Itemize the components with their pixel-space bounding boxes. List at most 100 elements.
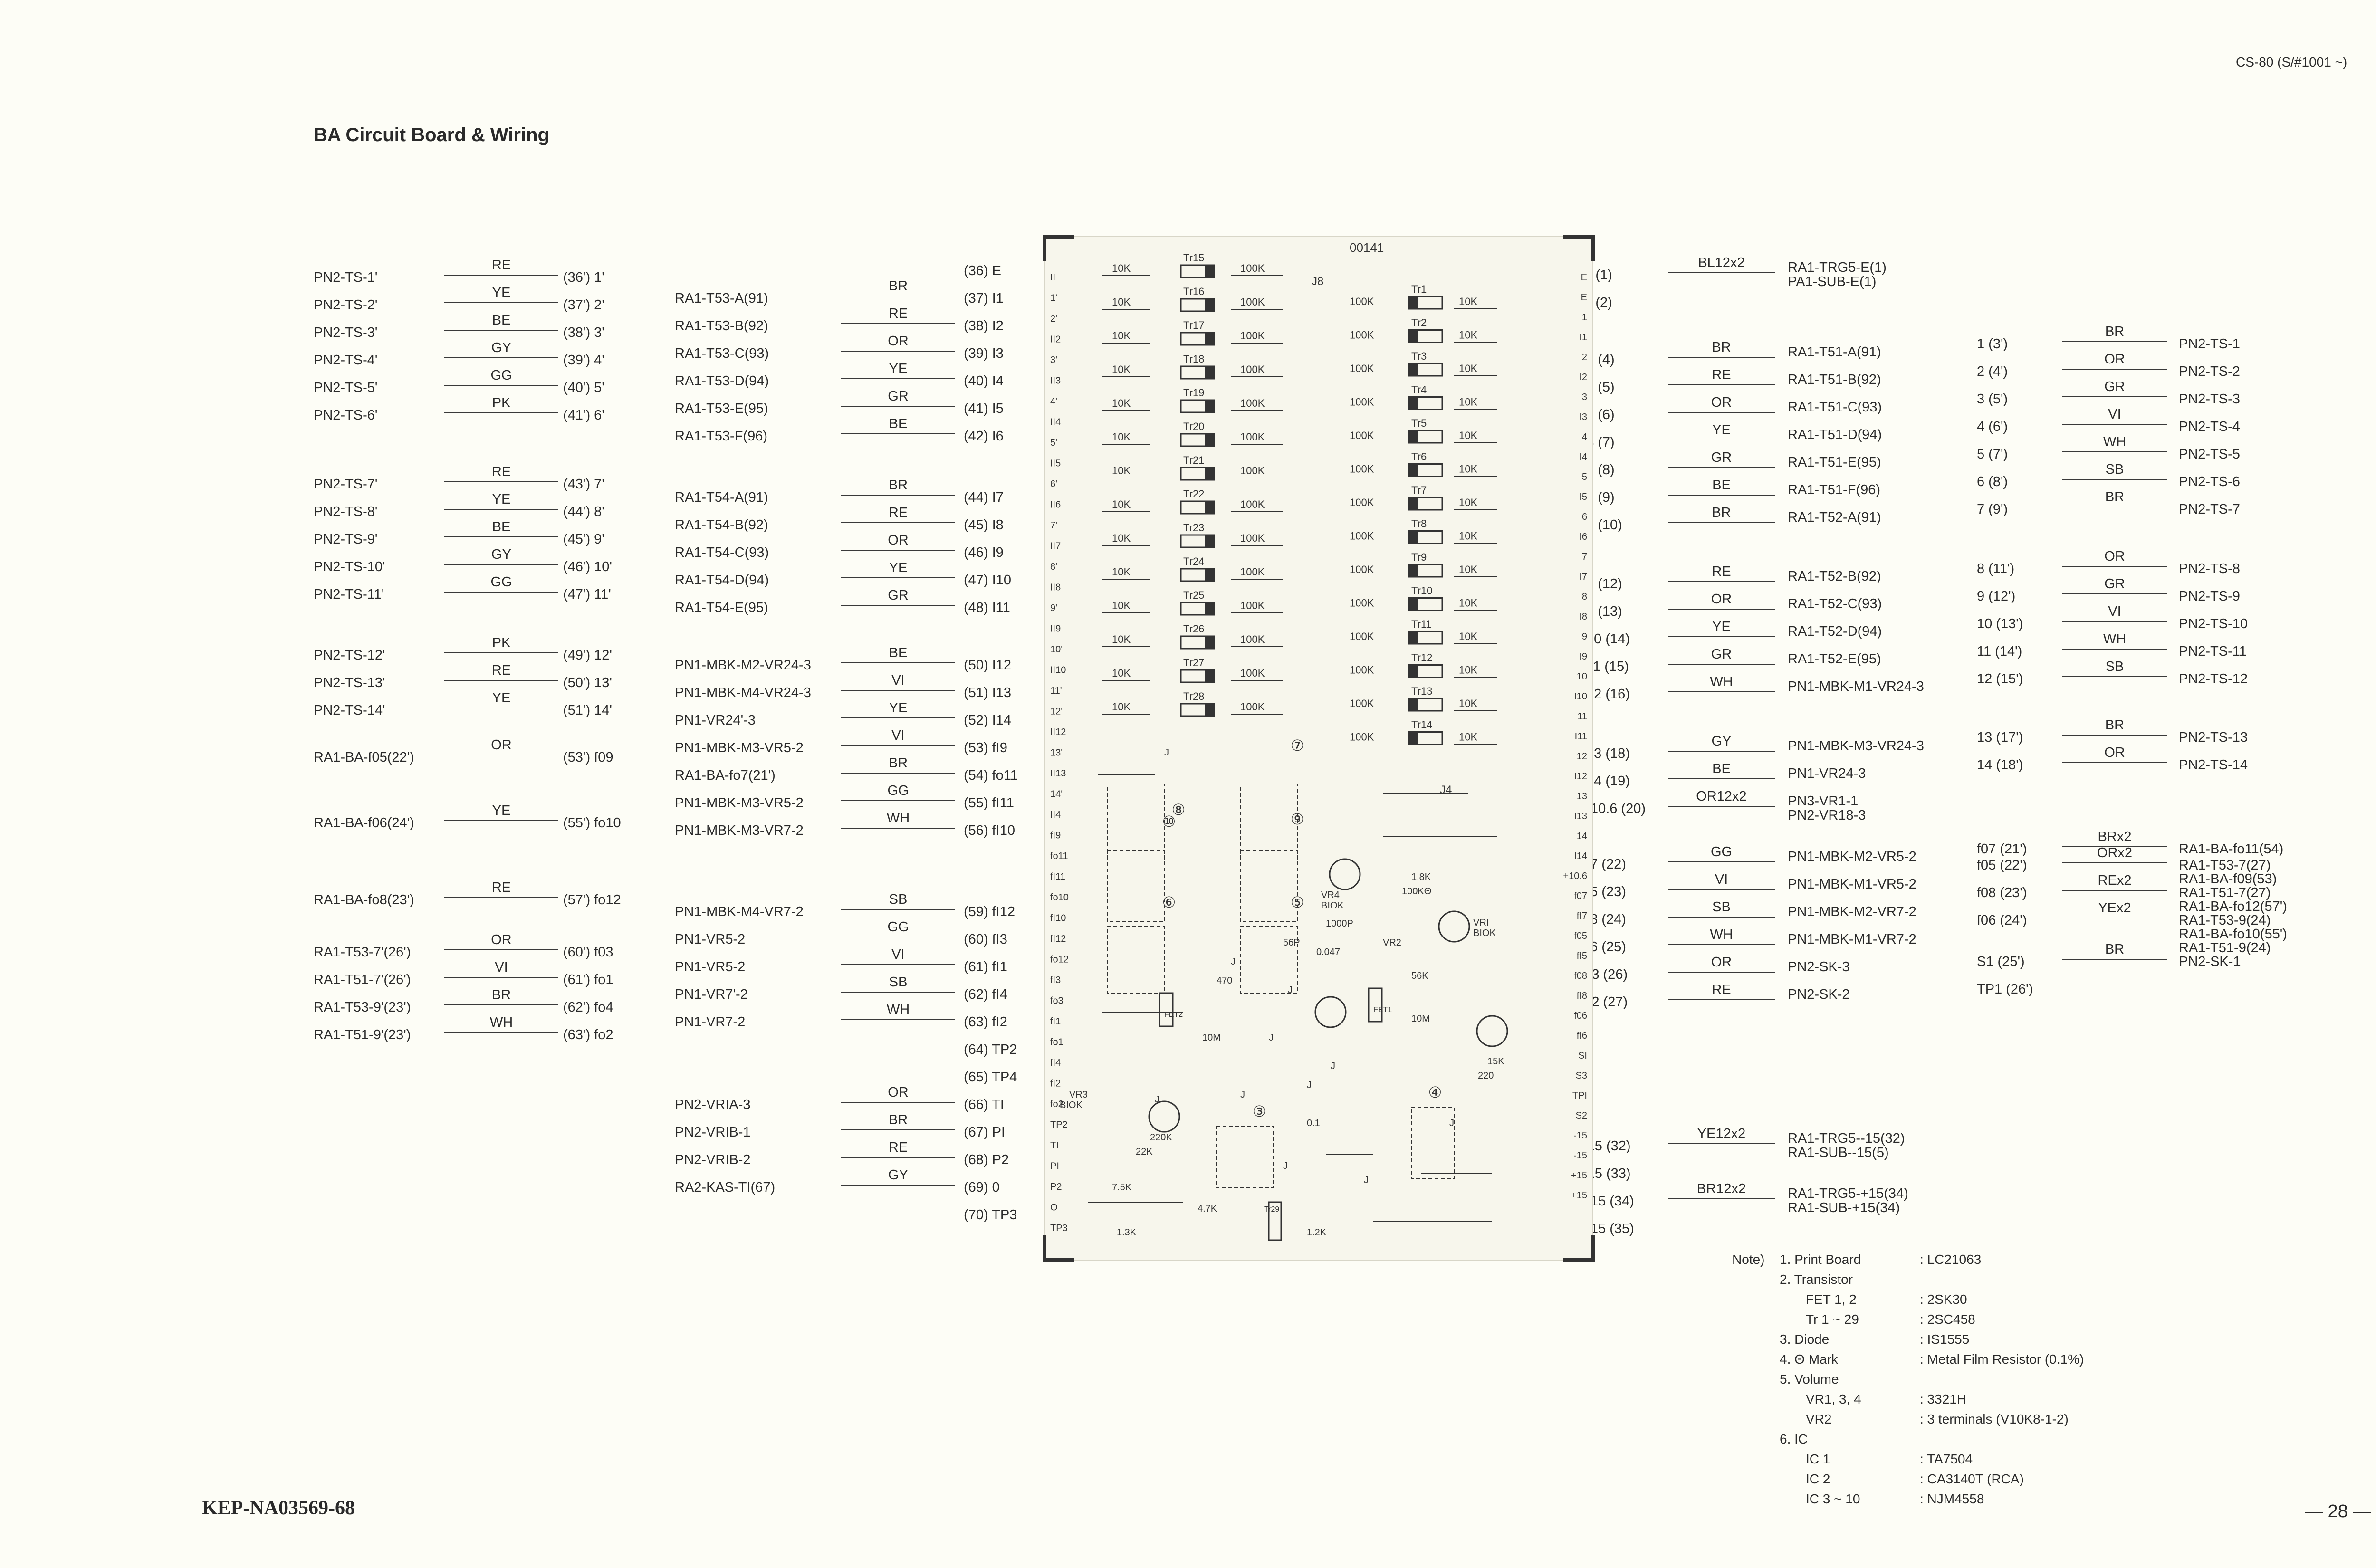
resistor-10k-label: 10K — [1459, 363, 1477, 374]
wire-source: PN2-TS-14' — [314, 703, 385, 718]
board-pin: 10 (13') — [1977, 616, 2023, 631]
wire-line — [1668, 889, 1775, 890]
wire-color: YE12x2 — [1697, 1126, 1746, 1141]
document-code: KEP-NA03569-68 — [202, 1497, 355, 1519]
board-pin-label: +15 — [1571, 1170, 1587, 1181]
wire-color: OR — [2104, 549, 2125, 564]
note-key: 3. Diode — [1780, 1332, 1830, 1347]
resistor-label: 7.5K — [1112, 1182, 1132, 1193]
transistor-label: Tr23 — [1183, 522, 1204, 534]
transistor-label: Tr20 — [1183, 421, 1204, 432]
board-pin: 13 (17') — [1977, 730, 2023, 745]
trimmer-pot — [1438, 910, 1470, 943]
transistor-label: Tr28 — [1183, 690, 1204, 702]
board-pin-label: 13 — [1577, 791, 1587, 802]
wire-line — [444, 481, 558, 482]
wire-pin: (49') 12' — [563, 648, 612, 663]
resistor-100k-label: 100K — [1240, 363, 1265, 375]
wire-pin: (40') 5' — [563, 380, 604, 395]
wire-source: PN1-MBK-M4-VR7-2 — [675, 904, 804, 919]
wire-pin: (39) I3 — [964, 346, 1004, 361]
board-pin-label: fI4 — [1050, 1058, 1061, 1068]
wire-source: PN1-MBK-M3-VR5-2 — [675, 795, 804, 811]
board-pin-label: f06 — [1574, 1011, 1587, 1021]
wire-row: PN2-TS-4'GY(39') 4' — [314, 341, 670, 369]
transistor-label: Tr1 — [1411, 283, 1427, 295]
wire-source: PN1-MBK-M3-VR5-2 — [675, 740, 804, 755]
wire-row: PN2-TS-2'YE(37') 2' — [314, 286, 670, 314]
wire-color: BE — [1712, 478, 1731, 493]
board-pin-label: TPI — [1572, 1090, 1587, 1101]
board-pin: 3 (5') — [1977, 392, 2008, 407]
wire-row: RA1-T53-7'(26')OR(60') f03 — [314, 933, 670, 961]
wire-line — [2062, 396, 2167, 397]
resistor-100k-label: 100K — [1240, 566, 1265, 578]
wire-pin: (45') 9' — [563, 532, 604, 547]
wire-row: PN2-TS-8'YE(44') 8' — [314, 493, 670, 520]
wire-line — [2062, 762, 2167, 763]
wire-pin: (65) TP4 — [964, 1070, 1017, 1085]
transistor-label: Tr18 — [1183, 353, 1204, 365]
ic-number-label: ③ — [1253, 1103, 1266, 1120]
board-pin-label: P2 — [1050, 1182, 1062, 1192]
trimmer-pot — [1476, 1015, 1508, 1047]
wire-row: RA1-T51-7'(26')VI(61') fo1 — [314, 961, 670, 988]
board-pin-label: 7' — [1050, 520, 1057, 531]
resistor-10k-label: 10K — [1459, 698, 1477, 709]
board-pin-label: 13' — [1050, 748, 1063, 758]
transistor-tab — [1205, 501, 1214, 514]
wire-line — [1668, 522, 1775, 523]
wire-line — [1668, 1198, 1775, 1199]
wire-dest: RA1-TRG5-E(1) — [1788, 260, 1887, 275]
wire-color: WH — [489, 1015, 513, 1030]
wire-pin: (50) I12 — [964, 658, 1011, 673]
vr4-label: VR4 — [1321, 890, 1340, 900]
wire-dest: RA1-T51-9(24) — [2179, 940, 2271, 956]
jumper-label: J — [1449, 1118, 1454, 1128]
wire-row: -15 (33) — [1582, 1155, 1986, 1182]
wire-color: GR — [2104, 379, 2125, 394]
board-pin-label: I10 — [1574, 691, 1587, 702]
wire-row: RA1-BA-f05(22')OR(53') f09 — [314, 738, 670, 766]
board-pin-label: 6' — [1050, 479, 1057, 489]
note-key: 5. Volume — [1780, 1372, 1839, 1386]
resistor-10k-label: 10K — [1459, 664, 1477, 676]
wire-row: RA1-T51-9'(23')WH(63') fo2 — [314, 1016, 670, 1043]
wire-color: VI — [2108, 604, 2121, 619]
fet-body — [1368, 987, 1383, 1023]
ic-outline — [1107, 926, 1165, 994]
wire-color: BE — [1712, 761, 1731, 776]
wire-source: RA1-T54-E(95) — [675, 600, 768, 615]
wire-row: RA1-T54-E(95)GR(48) I11 — [675, 589, 1045, 616]
board-pin-label: I12 — [1574, 771, 1587, 782]
wire-color: SB — [2105, 659, 2124, 674]
wire-line — [841, 800, 955, 801]
wire-source: PN2-TS-4' — [314, 353, 378, 368]
wire-color: RE — [888, 306, 908, 321]
wire-pin: (53') f09 — [563, 750, 613, 765]
board-pin-label: 7 — [1582, 552, 1587, 562]
wire-dest: RA1-TRG5--15(32) — [1788, 1131, 1905, 1146]
wire-line — [1668, 778, 1775, 779]
resistor-100k-label: 100K — [1350, 698, 1374, 709]
wire-line — [444, 385, 558, 386]
wire-pin: (51') 14' — [563, 703, 612, 718]
wire-line — [841, 406, 955, 407]
wire-row: TP1 (26') — [1977, 970, 2376, 998]
wire-pin: (37') 2' — [563, 297, 604, 313]
board-pin-label: II — [1050, 272, 1055, 283]
wire-dest: RA1-BA-fo11(54) — [2179, 841, 2284, 857]
wire-line — [1668, 609, 1775, 610]
transistor-label: Tr8 — [1411, 518, 1427, 530]
board-pin-label: I6 — [1579, 532, 1587, 542]
board-pin: 7 (9') — [1977, 502, 2008, 517]
wire-row: RA1-T53-F(96)BE(42) I6 — [675, 417, 1045, 445]
wire-line — [841, 433, 955, 434]
wire-dest: RA1-T51-B(92) — [1788, 372, 1881, 387]
